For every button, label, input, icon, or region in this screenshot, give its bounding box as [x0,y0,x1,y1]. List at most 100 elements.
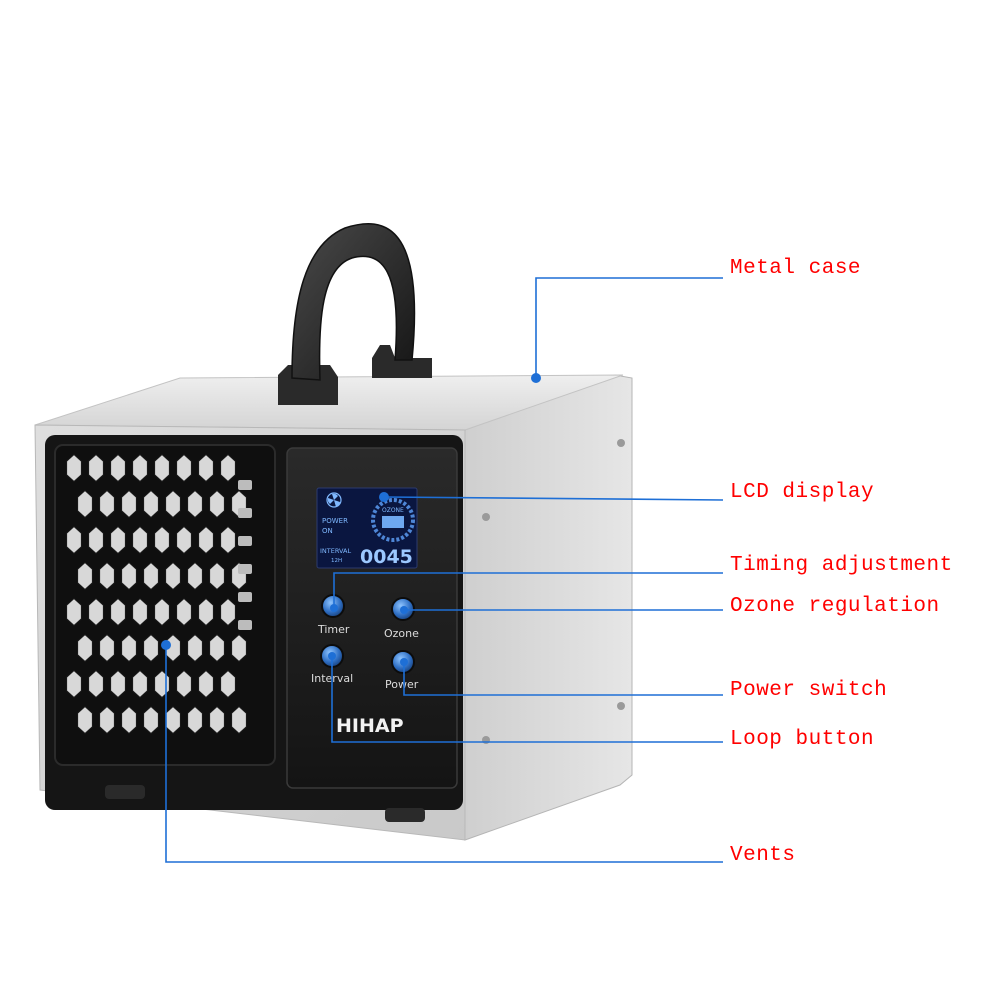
vent-hole [176,525,192,555]
vent-hole [132,525,148,555]
vent-hole [132,453,148,483]
vent-hole [176,669,192,699]
vent-hole [220,597,236,627]
vent-hole [143,633,159,663]
vent-hole [110,669,126,699]
lcd-interval-label: INTERVAL [320,547,351,555]
vent-hole [143,561,159,591]
vent-hole [209,561,225,591]
vent-hole [132,597,148,627]
dot-timing-adjustment [330,604,338,612]
leader-vents [165,645,723,863]
dot-power-switch [400,658,408,666]
vent-hole [132,669,148,699]
vent-hole [198,453,214,483]
lcd-ozone-ring [371,498,415,542]
vent-hole [209,489,225,519]
vent-hole [143,705,159,735]
vent-hole [77,633,93,663]
vent-slit [238,620,252,630]
vent-hole [99,561,115,591]
dot-loop-button [328,652,336,660]
vent-hole [165,561,181,591]
vent-hole [198,669,214,699]
vent-hole [88,453,104,483]
vent-hole [121,705,137,735]
vent-hole [110,597,126,627]
vent-holes [66,453,247,735]
vent-hole [88,525,104,555]
vent-hole [209,705,225,735]
label-lcd-display: LCD display [730,481,875,504]
leader-power-switch [403,662,723,696]
vent-hole [110,453,126,483]
vent-hole [99,633,115,663]
vent-hole [99,705,115,735]
screw [482,513,490,521]
vent-hole [198,525,214,555]
vent-hole [77,561,93,591]
lcd-readout: 0045 [360,546,413,568]
vent-hole [231,705,247,735]
power-button-label: Power [385,678,419,691]
vent-hole [220,669,236,699]
carry-handle [291,223,416,381]
screw [617,702,625,710]
lcd-ozone-label: OZONE [382,507,404,514]
brand-logo: HIHAP [336,715,404,737]
dot-ozone-regulation [400,606,408,614]
fan-icon [326,492,342,508]
leader-lcd-display [383,496,724,501]
foot [385,808,425,822]
vent-hole [66,597,82,627]
vent-hole [66,453,82,483]
vent-hole [154,453,170,483]
vent-slit [238,480,252,490]
vent-hole [77,489,93,519]
leader-loop-button [331,656,723,743]
label-power-switch: Power switch [730,679,888,702]
ozone-button-label: Ozone [384,627,419,640]
label-metal-case: Metal case [730,257,862,280]
label-timing-adjustment: Timing adjustment [730,554,953,577]
lcd-power-state: ON [322,527,333,535]
label-vents: Vents [730,844,796,867]
timer-button-label: Timer [317,623,350,636]
vent-hole [176,597,192,627]
vent-hole [165,489,181,519]
vent-hole [99,489,115,519]
dot-lcd-display [379,492,389,502]
vent-hole [187,705,203,735]
vent-hole [187,633,203,663]
vent-slit [238,536,252,546]
label-ozone-regulation: Ozone regulation [730,595,940,618]
lcd-power-label: POWER [322,517,348,525]
vent-hole [66,525,82,555]
vent-hole [121,633,137,663]
leader-lines [165,277,724,863]
vent-slit [238,592,252,602]
vent-hole [198,597,214,627]
leader-dots [161,373,541,666]
lcd-screen [316,487,418,569]
foot [105,785,145,799]
dot-metal-case [531,373,541,383]
vent-hole [220,453,236,483]
vent-hole [187,489,203,519]
vent-slit [238,508,252,518]
vent-hole [66,669,82,699]
vent-hole [209,633,225,663]
vent-hole [220,525,236,555]
dot-vents [161,640,171,650]
vent-hole [77,705,93,735]
vent-slits [238,480,252,630]
vent-hole [143,489,159,519]
leader-metal-case [535,277,723,378]
lcd-ozone-level [382,516,404,528]
case-side [464,374,633,841]
vent-hole [88,597,104,627]
label-loop-button: Loop button [730,728,875,751]
handle-mount-right [372,345,432,378]
